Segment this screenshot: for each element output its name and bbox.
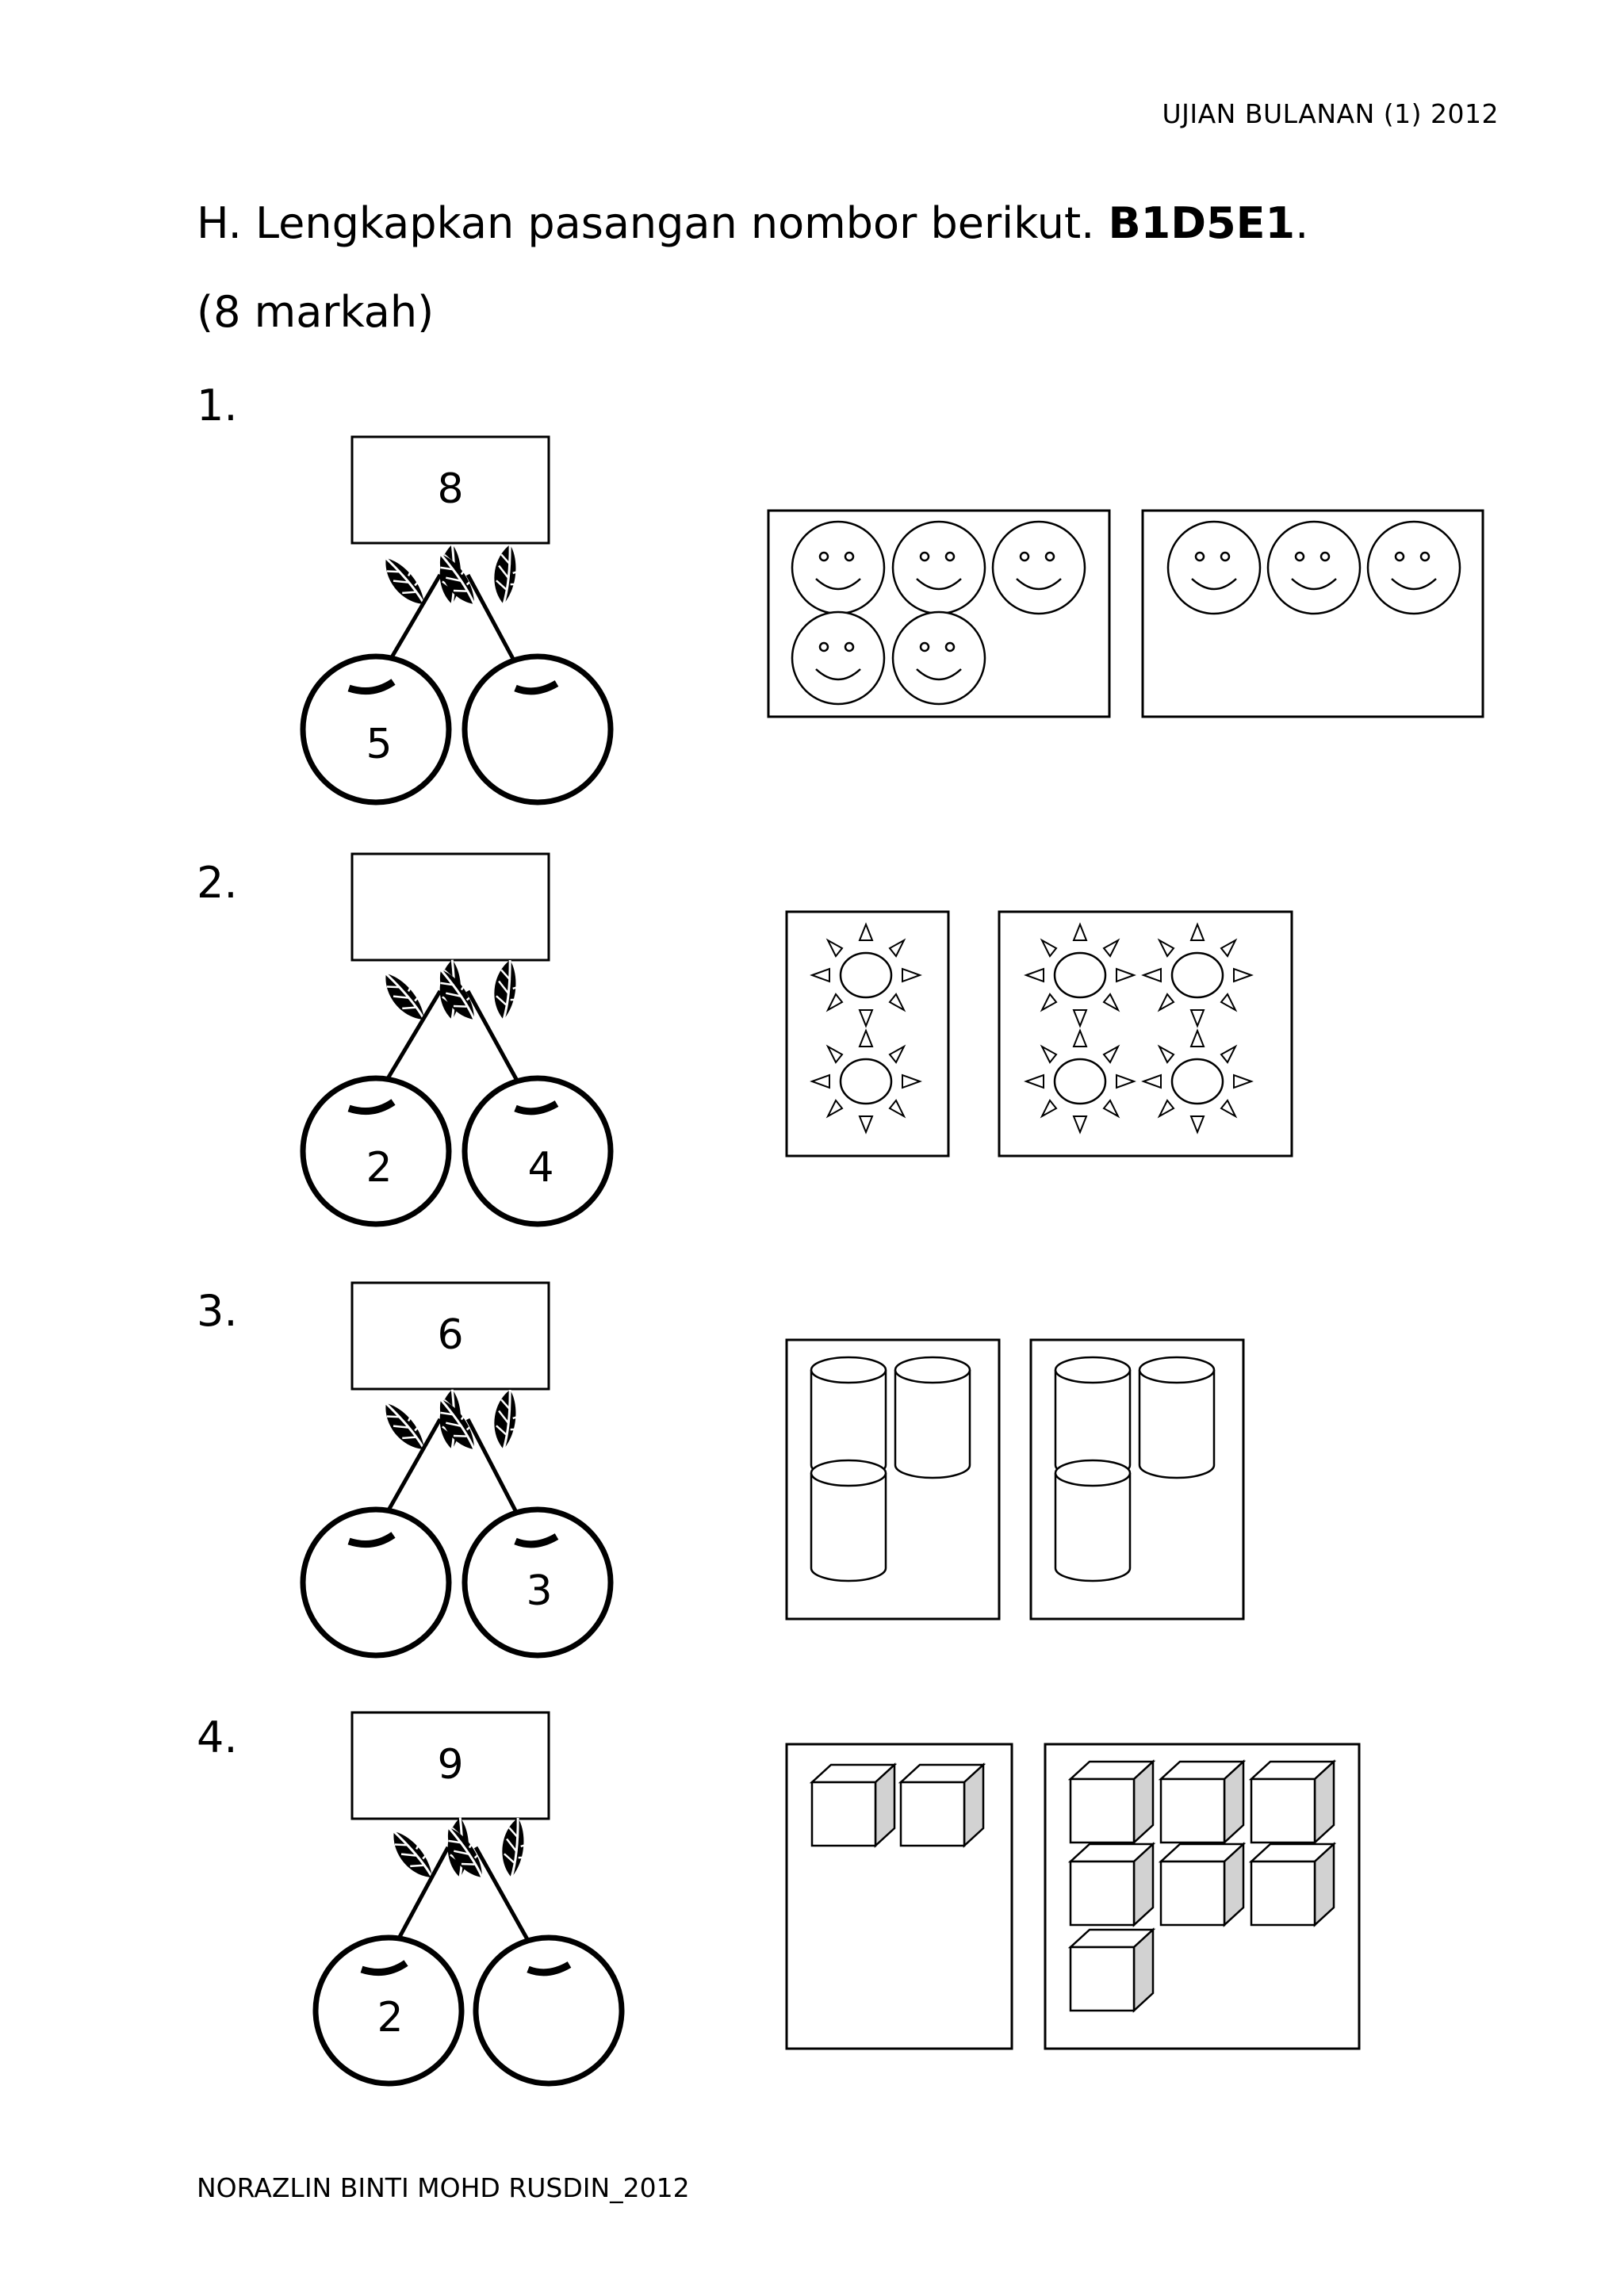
part-circle-4a[interactable] (312, 1934, 465, 2087)
cube-icon (810, 1763, 896, 1847)
question-number-2: 2. (197, 858, 238, 908)
question-number-4: 4. (197, 1712, 238, 1762)
exam-header: UJIAN BULANAN (1) 2012 (1162, 98, 1499, 129)
smiley-face-icon (1166, 520, 1262, 615)
cylinder-icon (1054, 1459, 1132, 1582)
part-number-1a: 5 (366, 721, 392, 768)
smiley-face-icon (1266, 520, 1362, 615)
part-circle-1b[interactable] (462, 653, 614, 806)
smiley-face-icon (891, 610, 986, 706)
sun-icon (810, 1029, 921, 1134)
whole-number-4: 9 (437, 1741, 463, 1789)
cylinder-icon (894, 1356, 971, 1479)
whole-box-2[interactable] (350, 852, 550, 962)
author-footer: NORAZLIN BINTI MOHD RUSDIN_2012 (197, 2172, 690, 2203)
number-bond-4: 9 2 (312, 1711, 625, 2087)
cube-icon (1069, 1928, 1155, 2012)
whole-box-4[interactable] (350, 1711, 550, 1820)
cylinder-icon (810, 1459, 887, 1582)
part-circle-1a[interactable] (300, 653, 452, 806)
picture-group-3 (785, 1338, 1245, 1621)
marks-label: (8 markah) (197, 287, 435, 337)
sun-icon (810, 923, 921, 1027)
instruction-suffix: . (1295, 198, 1309, 248)
sun-icon (1025, 1029, 1136, 1134)
smiley-face-icon (991, 520, 1086, 615)
sun-icon (1142, 923, 1253, 1027)
picture-group-2 (785, 910, 1293, 1158)
part-circle-3b[interactable] (462, 1506, 614, 1659)
instruction-main: H. Lengkapkan pasangan nombor berikut. (197, 198, 1109, 248)
cube-icon (1159, 1760, 1245, 1844)
cylinder-icon (1138, 1356, 1216, 1479)
cube-icon (1250, 1760, 1335, 1844)
question-number-3: 3. (197, 1286, 238, 1336)
question-number-1: 1. (197, 381, 238, 430)
smiley-face-icon (891, 520, 986, 615)
part-number-2b: 4 (527, 1144, 553, 1192)
cube-icon (1250, 1843, 1335, 1927)
picture-group-1 (767, 509, 1484, 718)
number-bond-3: 6 3 (300, 1281, 614, 1659)
cube-icon (1069, 1760, 1155, 1844)
picture-group-4 (785, 1743, 1361, 2050)
sun-icon (1142, 1029, 1253, 1134)
whole-number-3: 6 (437, 1311, 463, 1359)
part-number-2a: 2 (366, 1144, 392, 1192)
smiley-face-icon (1366, 520, 1461, 615)
part-circle-2b[interactable] (462, 1075, 614, 1227)
cube-icon (1159, 1843, 1245, 1927)
part-circle-4b[interactable] (473, 1934, 625, 2087)
cube-icon (899, 1763, 985, 1847)
whole-box-3[interactable] (350, 1281, 550, 1391)
smiley-face-icon (791, 610, 886, 706)
picture-box-2-right (998, 910, 1293, 1158)
sun-icon (1025, 923, 1136, 1027)
number-bond-2: 2 4 (300, 852, 614, 1227)
part-circle-2a[interactable] (300, 1075, 452, 1227)
part-number-4a: 2 (377, 1994, 403, 2042)
number-bond-1: 8 5 (300, 435, 614, 806)
smiley-face-icon (791, 520, 886, 615)
instruction-text: H. Lengkapkan pasangan nombor berikut. B… (197, 198, 1308, 248)
part-circle-3a[interactable] (300, 1506, 452, 1659)
part-number-3b: 3 (526, 1567, 552, 1615)
cube-icon (1069, 1843, 1155, 1927)
whole-number-1: 8 (437, 465, 463, 513)
instruction-code: B1D5E1 (1108, 198, 1296, 248)
whole-box-1[interactable] (350, 435, 550, 545)
